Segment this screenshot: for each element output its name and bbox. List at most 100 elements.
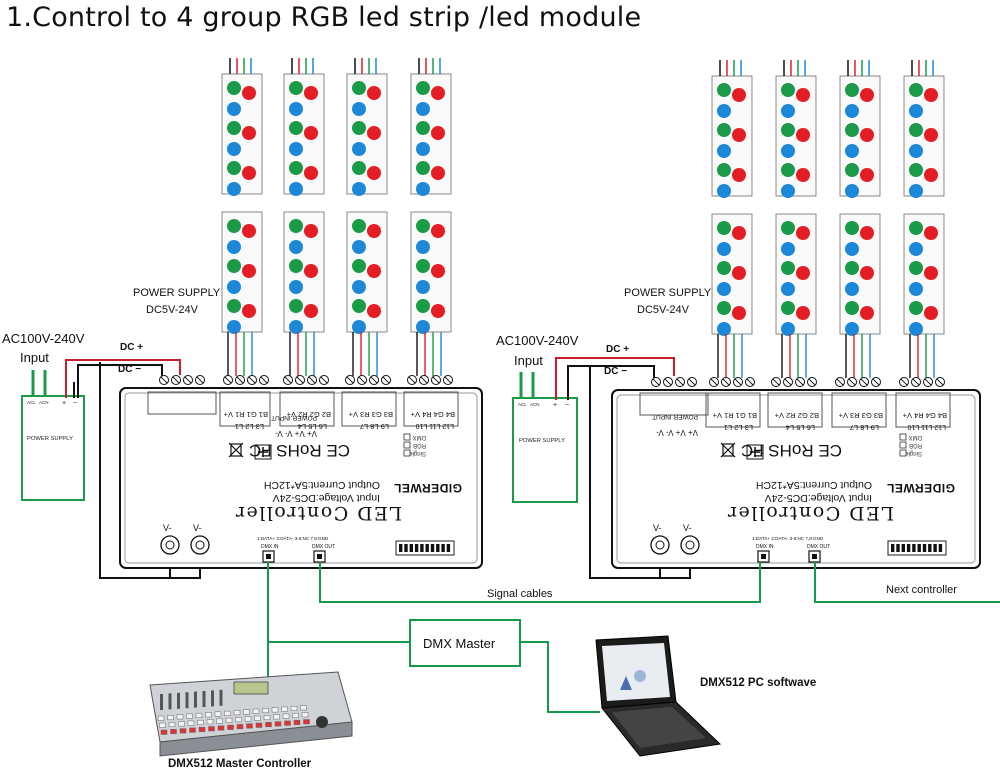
dip-switch-key xyxy=(404,544,408,552)
dmx-in-label: DMX IN xyxy=(261,544,279,550)
psu-terminal-minus: − xyxy=(565,402,569,409)
console-key xyxy=(255,722,263,728)
dip-switch-key xyxy=(414,544,419,552)
led-red xyxy=(860,168,874,182)
led-blue xyxy=(909,184,923,198)
dip-switch-key xyxy=(446,544,451,552)
channel-3-lights: L9 L8 L7 xyxy=(360,422,389,431)
psu-terminal-plus: + xyxy=(62,400,66,407)
led-blue xyxy=(227,102,241,116)
dip-switch-key xyxy=(917,544,921,552)
led-blue xyxy=(845,282,859,296)
led-red xyxy=(860,306,874,320)
led-red xyxy=(796,306,810,320)
console-key xyxy=(224,710,231,716)
power-supply-label: POWER SUPPLY xyxy=(624,287,712,299)
console-key xyxy=(244,716,252,722)
console-key xyxy=(216,718,223,724)
psu-terminal-acl: ACL xyxy=(27,400,36,405)
console-key xyxy=(293,719,301,725)
led-green xyxy=(909,83,923,97)
led-blue xyxy=(781,322,795,336)
led-red xyxy=(924,128,938,142)
led-green xyxy=(416,259,430,273)
vminus-label-1: V- xyxy=(163,523,172,533)
dc-plus-wire xyxy=(555,357,675,400)
led-red xyxy=(796,88,810,102)
console-fader xyxy=(185,692,189,709)
led-green xyxy=(289,299,303,313)
console-key xyxy=(205,712,212,718)
console-key xyxy=(167,715,174,721)
console-key xyxy=(187,720,195,726)
led-green xyxy=(416,121,430,135)
led-red xyxy=(431,166,445,180)
led-green xyxy=(909,221,923,235)
led-blue xyxy=(227,182,241,196)
console-key xyxy=(303,719,310,725)
console-fader xyxy=(160,694,163,710)
led-blue xyxy=(845,242,859,256)
psu-terminal-plus: + xyxy=(553,402,557,409)
led-blue xyxy=(781,104,795,118)
led-module xyxy=(221,211,263,333)
dmx-out-label: DMX OUT xyxy=(312,544,335,550)
led-green xyxy=(352,81,366,95)
recycle-bin-icon xyxy=(228,442,244,458)
led-red xyxy=(924,168,938,182)
console-key xyxy=(274,721,282,727)
controller-group-left: POWER SUPPLY DC5V-24V AC100V-240V Input … xyxy=(2,58,483,579)
led-green xyxy=(717,261,731,275)
dc-minus-wire xyxy=(77,364,163,398)
console-key xyxy=(265,722,272,728)
led-module xyxy=(711,75,753,197)
dmx-in-label: DMX IN xyxy=(756,544,774,550)
power-supply-label: POWER SUPPLY xyxy=(133,287,221,299)
led-red xyxy=(304,304,318,318)
channel-3-terminals: B3 G3 R3 V+ xyxy=(348,410,393,419)
led-green xyxy=(717,221,731,235)
led-blue xyxy=(416,240,430,254)
dip-switch xyxy=(887,540,947,556)
dc-plus-label: DC + xyxy=(120,342,143,353)
led-blue xyxy=(352,142,366,156)
led-red xyxy=(431,126,445,140)
output-current: Output Current:5A*12CH xyxy=(264,479,380,491)
led-green xyxy=(781,83,795,97)
console-key xyxy=(227,724,234,730)
led-module xyxy=(775,75,817,197)
console-key xyxy=(271,707,279,713)
console-key xyxy=(217,725,225,731)
led-red xyxy=(242,304,256,318)
led-green xyxy=(352,161,366,175)
led-green xyxy=(289,121,303,135)
led-modules-left xyxy=(221,73,452,334)
console-fader xyxy=(168,693,172,710)
dmx-console xyxy=(149,671,353,757)
console-key xyxy=(225,717,233,723)
dmx-master-label: DMX Master xyxy=(423,636,496,651)
channel-3-terminals: B3 G3 R3 V+ xyxy=(838,411,883,420)
led-red xyxy=(732,306,746,320)
channel-1-lights: L3 L2 L1 xyxy=(724,423,753,432)
led-red xyxy=(367,264,381,278)
console-key xyxy=(214,711,222,717)
output-current: Output Current:5A*12CH xyxy=(756,479,872,491)
led-module xyxy=(283,211,325,333)
certifications: CE RoHS FC xyxy=(249,441,350,460)
channel-4-terminals: B4 G4 R4 V+ xyxy=(902,411,947,420)
console-key xyxy=(176,714,184,720)
signal-cables-label: Signal cables xyxy=(487,588,553,600)
dmx-pinout: 1:DATA+ 2:DATA- 3-6:NC 7,8:GND xyxy=(752,536,824,541)
dip-switch-key xyxy=(430,544,435,552)
led-module xyxy=(711,213,753,335)
led-red xyxy=(242,166,256,180)
dmx-pinout: 1:DATA+ 2:DATA- 3-6:NC 7,8:GND xyxy=(257,536,329,541)
psu-box-label: POWER SUPPLY xyxy=(519,438,565,444)
led-modules-right xyxy=(711,75,945,336)
console-key xyxy=(292,712,299,718)
channel-1-terminals: B1 G1 R1 V+ xyxy=(223,410,268,419)
led-module xyxy=(903,213,945,335)
led-red xyxy=(304,126,318,140)
